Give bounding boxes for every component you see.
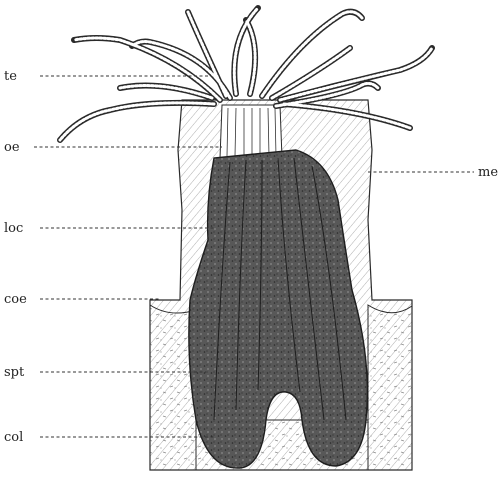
label-me: me: [478, 165, 498, 180]
label-oe: oe: [4, 140, 20, 155]
oesophagus: [220, 105, 282, 158]
label-col: col: [4, 430, 23, 445]
label-loc: loc: [4, 221, 23, 236]
label-spt: spt: [4, 365, 25, 380]
label-te: te: [4, 69, 17, 84]
label-coe: coe: [4, 292, 27, 307]
